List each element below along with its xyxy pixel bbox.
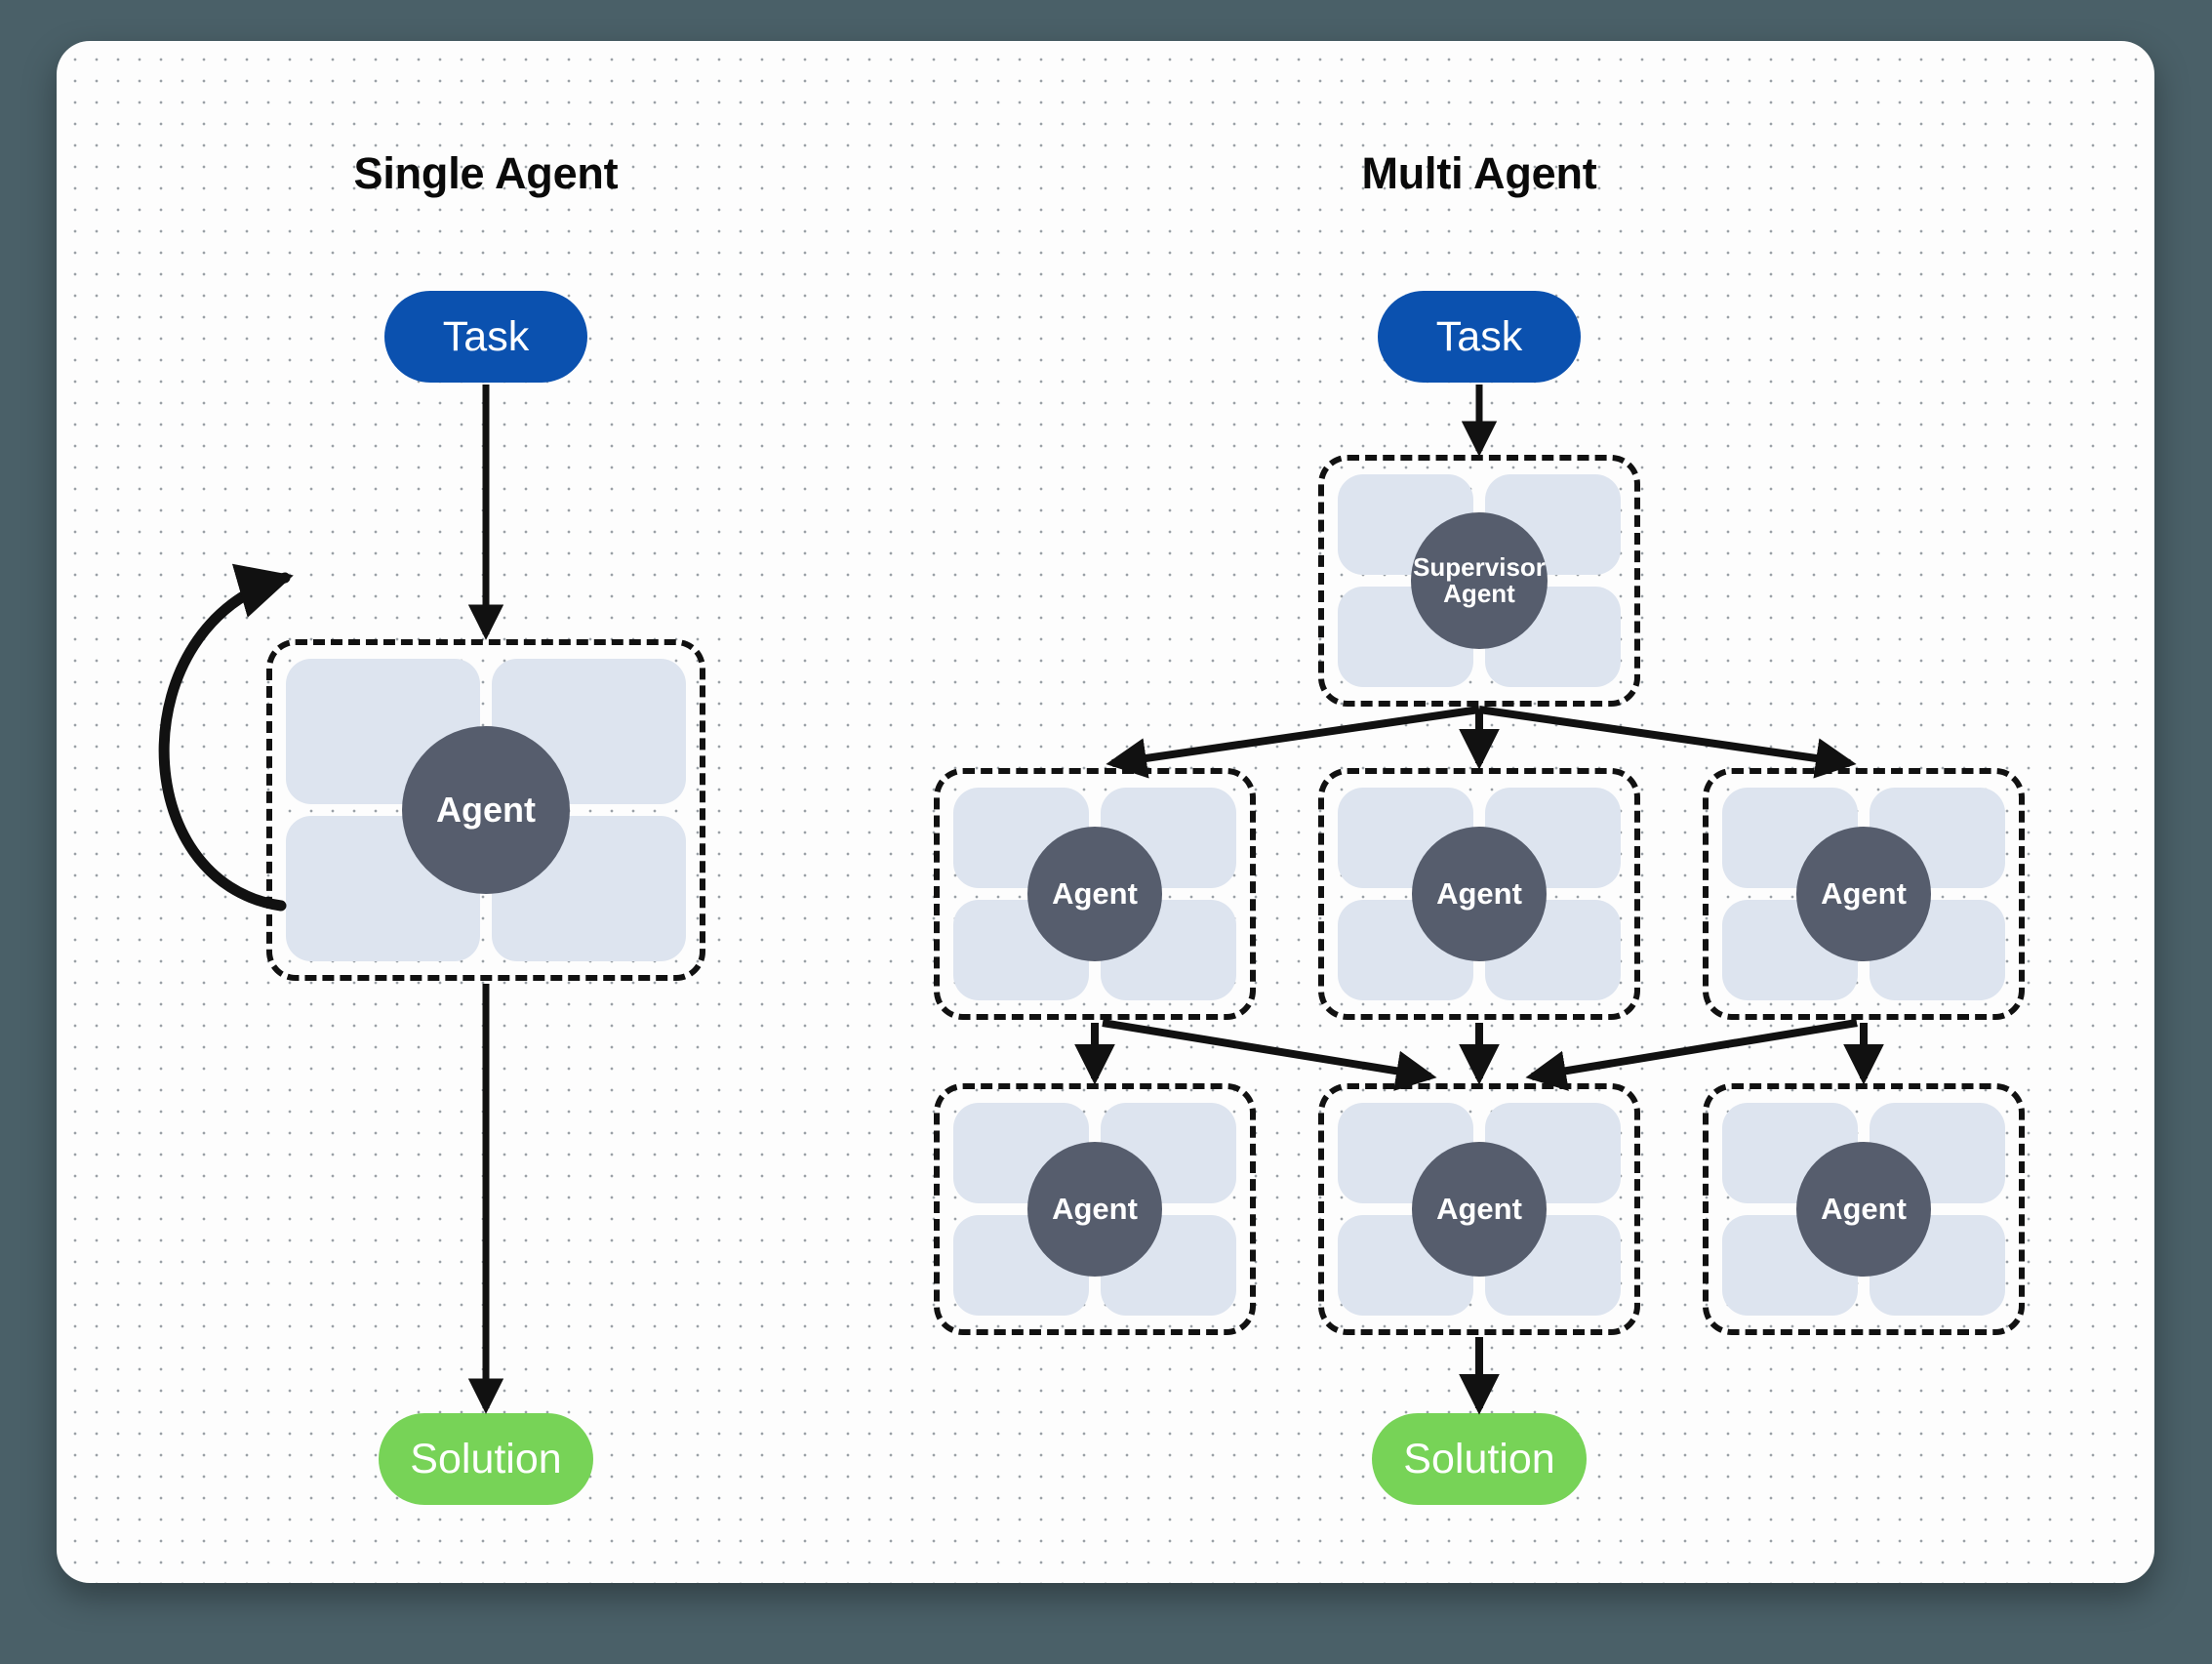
- agent-core-label: Agent: [1027, 827, 1162, 961]
- single-solution-node: Solution: [379, 1413, 593, 1505]
- agent-core-label: Agent: [1412, 827, 1547, 961]
- multi-agent-column-title: Multi Agent: [1361, 148, 1597, 198]
- agent-core-label: Agent: [1412, 1142, 1547, 1277]
- multi-agent-card-row2-right: Agent: [1703, 1083, 2025, 1335]
- multi-agent-card-row1-left: Agent: [934, 768, 1256, 1020]
- supervisor-label-line1: Supervisor: [1413, 552, 1546, 583]
- multi-task-node: Task: [1378, 291, 1581, 383]
- single-task-node: Task: [384, 291, 587, 383]
- agent-core-label: Agent: [1796, 1142, 1931, 1277]
- multi-agent-card-row2-center: Agent: [1318, 1083, 1640, 1335]
- multi-agent-card-row1-right: Agent: [1703, 768, 2025, 1020]
- multi-agent-card-row1-center: Agent: [1318, 768, 1640, 1020]
- agent-core-label: Agent: [1027, 1142, 1162, 1277]
- single-agent-card: Agent: [266, 639, 705, 981]
- supervisor-agent-core: Supervisor Agent: [1411, 512, 1548, 649]
- supervisor-label-line2: Agent: [1443, 579, 1515, 608]
- multi-agent-card-row2-left: Agent: [934, 1083, 1256, 1335]
- agent-core-label: Agent: [1796, 827, 1931, 961]
- single-agent-column-title: Single Agent: [353, 148, 619, 198]
- multi-solution-node: Solution: [1372, 1413, 1587, 1505]
- supervisor-agent-card: Supervisor Agent: [1318, 455, 1640, 707]
- agent-core-label: Agent: [402, 726, 570, 894]
